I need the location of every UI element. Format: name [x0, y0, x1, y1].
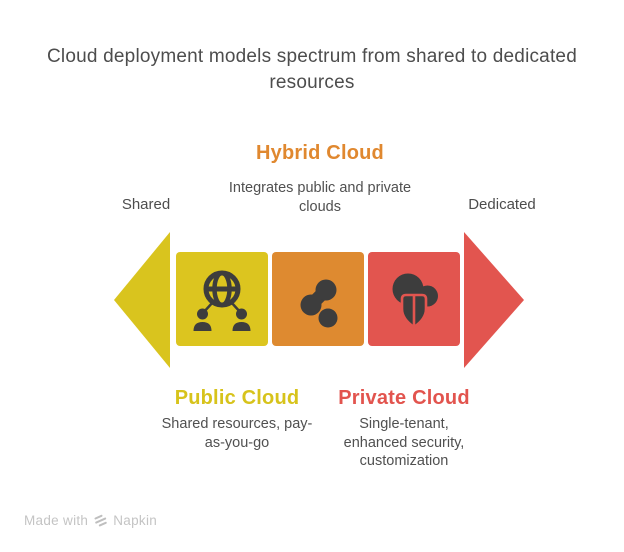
share-nodes-icon	[300, 279, 338, 328]
public-cloud-label: Public Cloud	[174, 387, 300, 409]
made-with-text: Made with	[24, 513, 89, 528]
napkin-logo-icon	[94, 514, 108, 527]
spectrum-arrow-graphic	[114, 232, 524, 368]
napkin-brand-text: Napkin	[113, 513, 158, 528]
hybrid-cloud-description: Integrates public and private clouds	[228, 180, 412, 215]
hybrid-cloud-label: Hybrid Cloud	[256, 142, 384, 164]
shared-end-label: Shared	[121, 196, 171, 213]
made-with-napkin-credit: Made with Napkin	[24, 513, 157, 528]
private-cloud-description: Single-tenant, enhanced security, custom…	[343, 416, 465, 469]
globe-users-icon	[193, 270, 251, 331]
public-cloud-description: Shared resources, pay-as-you-go	[161, 416, 313, 451]
cloud-shield-icon	[392, 273, 438, 329]
left-arrowhead	[114, 232, 170, 368]
right-arrowhead	[464, 232, 524, 368]
dedicated-end-label: Dedicated	[468, 196, 536, 213]
private-cloud-label: Private Cloud	[338, 387, 470, 409]
diagram-title: Cloud deployment models spectrum from sh…	[47, 46, 577, 93]
public-cloud-box	[176, 252, 268, 346]
